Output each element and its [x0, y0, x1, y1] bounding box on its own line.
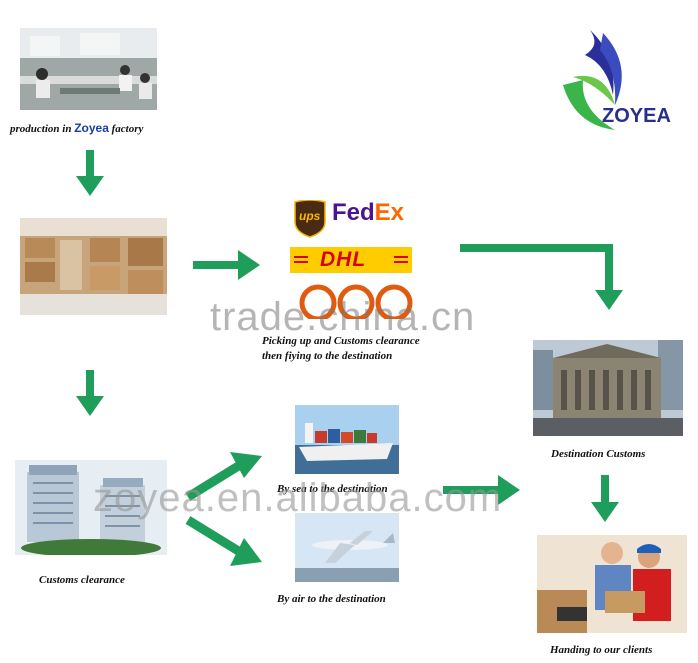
watermark-trade: trade.china.cn: [210, 295, 476, 339]
warehouse-photo: [20, 218, 167, 315]
factory-scene: [20, 28, 157, 110]
plane-photo: [295, 513, 399, 582]
arrow-down-warehouse: [76, 370, 104, 416]
arrow-elbow-destination: [460, 244, 623, 310]
office-building-photo: [15, 460, 167, 555]
delivery-photo: [537, 535, 687, 633]
caption-pickup-line2: then fiying to the destination: [262, 350, 393, 362]
arrow-diagonal-up: [185, 461, 243, 501]
arrow-diagonal-down-head: [230, 538, 262, 566]
fedex-fed-text: Fed: [332, 199, 375, 226]
customs-house-scene: [533, 340, 683, 436]
caption-production-suffix: factory: [108, 123, 144, 135]
ups-logo: ups: [293, 199, 327, 238]
caption-production-prefix: production in: [10, 123, 75, 135]
caption-customs-clearance: Customs clearance: [39, 574, 125, 586]
arrow-down-factory: [76, 150, 104, 196]
delivery-scene: [537, 535, 687, 633]
customs-house-photo: [533, 340, 683, 436]
fedex-ex-text: Ex: [374, 199, 405, 226]
caption-production-brand: Zoyea: [74, 121, 109, 135]
arrow-diagonal-up-head: [230, 452, 262, 478]
caption-production: production in Zoyea factory: [10, 121, 143, 135]
arrow-right-warehouse: [193, 250, 260, 280]
fedex-logo: FedEx: [332, 199, 404, 227]
caption-handing: Handing to our clients: [550, 644, 653, 656]
arrow-diagonal-down: [185, 516, 243, 556]
zoyea-logo: ZOYEA: [555, 25, 685, 135]
ups-text: ups: [299, 209, 321, 223]
building-scene: [15, 460, 167, 555]
ship-photo: [295, 405, 399, 474]
watermark-zoyea: zoyea.en.alibaba.com: [93, 476, 503, 520]
dhl-stripes: [294, 256, 408, 263]
arrow-down-destination: [591, 475, 619, 522]
dhl-text: DHL: [320, 248, 367, 271]
warehouse-scene: [20, 218, 167, 315]
zoyea-swirl-icon: [563, 30, 622, 130]
caption-pickup-line1: Picking up and Customs clearance: [262, 335, 420, 347]
arrow-right-sea: [443, 475, 520, 505]
tnt-logo: [296, 281, 418, 322]
ship-scene: [295, 405, 399, 474]
logo-text: ZOYEA: [602, 105, 671, 127]
caption-by-sea: By sea to the destination: [277, 483, 388, 495]
factory-photo: [20, 28, 157, 110]
caption-by-air: By air to the destination: [277, 593, 386, 605]
dhl-logo: DHL: [290, 247, 412, 273]
plane-scene: [295, 513, 399, 582]
ups-shield-icon: [294, 199, 326, 238]
caption-destination-customs: Destination Customs: [551, 448, 646, 460]
